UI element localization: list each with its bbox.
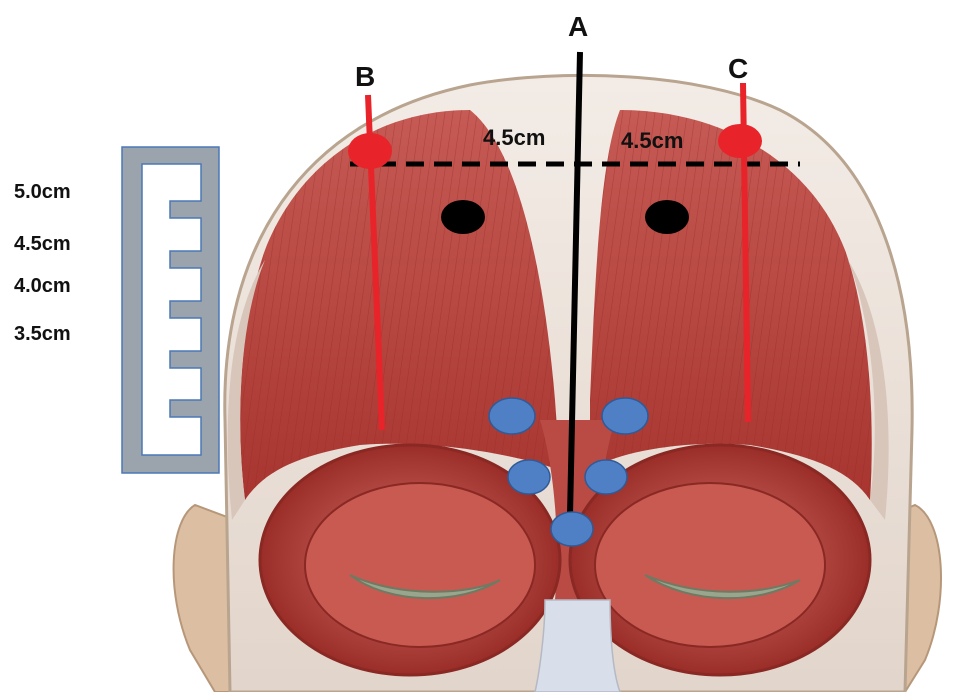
- blue-point: [551, 512, 593, 546]
- ruler-scale-label: 4.5cm: [14, 233, 71, 255]
- black-marker-right: [645, 200, 689, 234]
- ruler-scale-labels: 5.0cm 4.5cm 4.0cm 3.5cm: [14, 181, 71, 345]
- black-marker-left: [441, 200, 485, 234]
- blue-point: [602, 398, 648, 434]
- head-illustration: [174, 75, 941, 692]
- red-point-c: [718, 124, 762, 158]
- distance-label-left: 4.5cm: [483, 125, 545, 150]
- orbicularis-oculi-right-inner: [595, 483, 825, 647]
- distance-label-right: 4.5cm: [621, 128, 683, 153]
- blue-point: [489, 398, 535, 434]
- ruler: [122, 147, 219, 473]
- ruler-body: [122, 147, 219, 473]
- nose-bridge: [535, 600, 620, 692]
- blue-point: [585, 460, 627, 494]
- blue-point: [508, 460, 550, 494]
- ruler-scale-label: 4.0cm: [14, 275, 71, 297]
- label-c: C: [728, 53, 748, 84]
- ruler-scale-label: 3.5cm: [14, 323, 71, 345]
- label-b: B: [355, 61, 375, 92]
- ruler-scale-label: 5.0cm: [14, 181, 71, 203]
- label-a: A: [568, 11, 588, 42]
- red-point-b: [348, 133, 392, 169]
- orbicularis-oculi-left-inner: [305, 483, 535, 647]
